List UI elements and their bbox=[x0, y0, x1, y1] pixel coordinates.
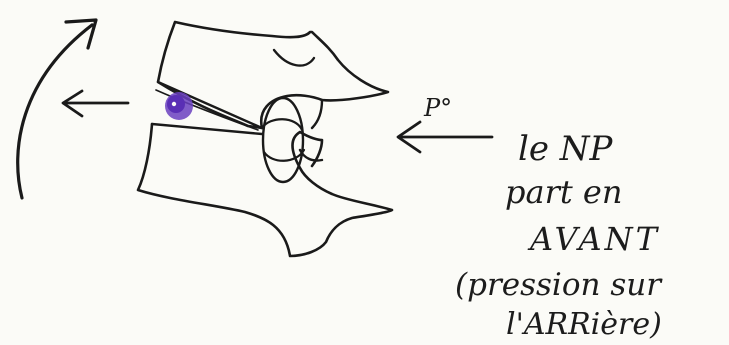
curved-rotation-arrow-icon bbox=[18, 20, 96, 198]
pressure-arrow-icon bbox=[398, 122, 492, 152]
nucleus-pulposus bbox=[165, 92, 193, 120]
annotation-line-4: (pression sur bbox=[455, 267, 663, 303]
annotation-line-2: part en bbox=[505, 173, 622, 211]
lower-vertebra bbox=[138, 124, 392, 256]
annotation-line-5: l'ARRière) bbox=[506, 307, 662, 342]
foramen bbox=[263, 98, 303, 182]
anterior-arrow-icon bbox=[63, 91, 128, 116]
annotation-line-3: AVANT bbox=[527, 220, 660, 258]
annotation-line-1: le NP bbox=[518, 129, 614, 169]
force-label: P° bbox=[423, 94, 452, 122]
upper-vertebra bbox=[158, 22, 388, 128]
